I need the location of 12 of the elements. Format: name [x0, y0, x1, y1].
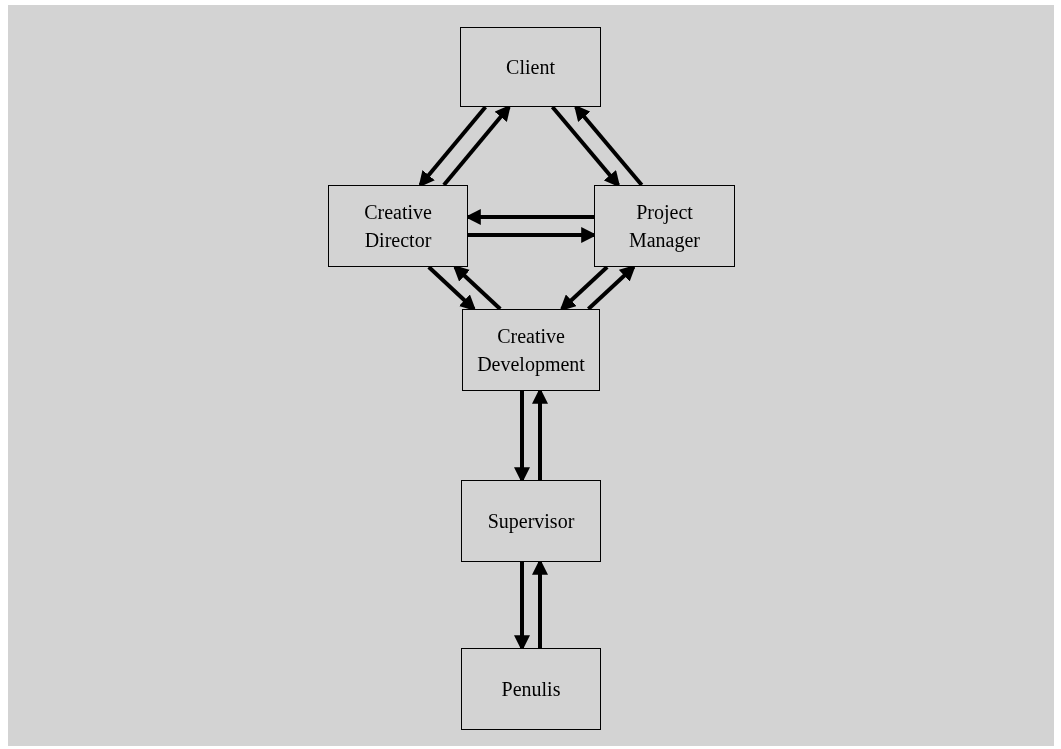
process-box: [328, 185, 468, 267]
process-box: [461, 480, 601, 562]
process-box: [460, 27, 601, 107]
box-label: Supervisor: [487, 509, 575, 535]
process-box: [461, 648, 601, 730]
box-label: Project Manager: [627, 200, 702, 254]
process-box: [462, 309, 600, 391]
box-label: Client: [506, 55, 555, 80]
box-label: Creative Development: [476, 324, 586, 378]
box-label: Penulis: [501, 677, 561, 702]
process-box: [594, 185, 735, 267]
box-label: Creative Director: [363, 200, 433, 253]
